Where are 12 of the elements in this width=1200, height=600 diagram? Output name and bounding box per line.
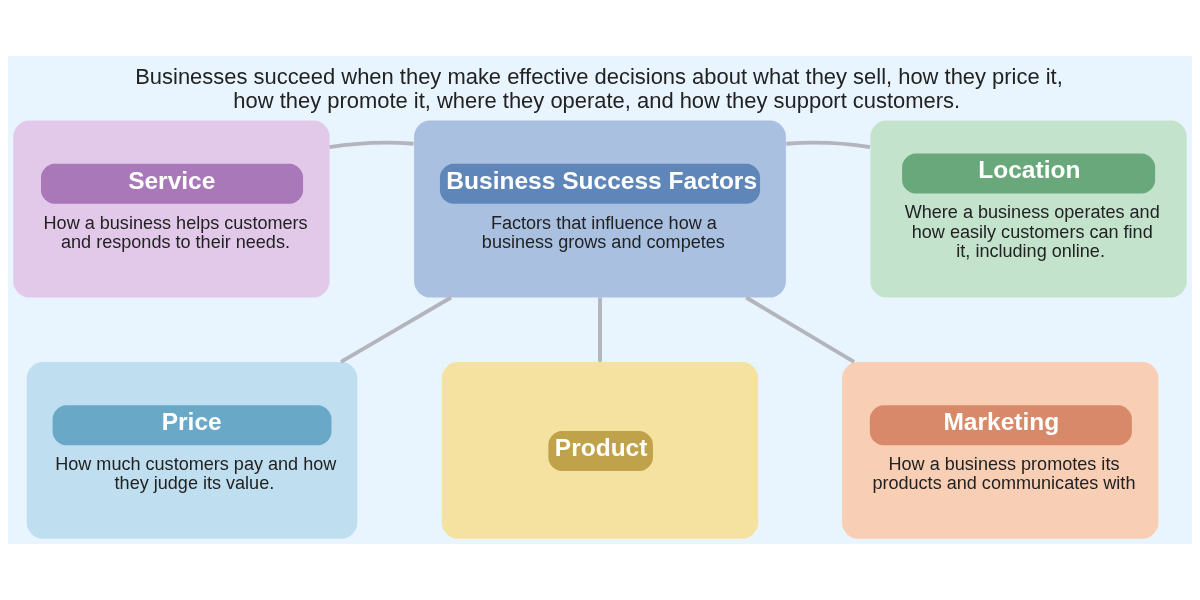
connector [786,140,871,150]
node-box: Marketing How a business promotes its products and communicates with [842,361,1159,539]
node-box: Price How much customers pay and how they judge its value. [26,361,358,539]
connector [329,140,414,150]
node-box: Business Success Factors Factors that influence how a business grows and competes [414,120,786,298]
node-box: Service How a business helps customers and responds to their needs. [13,120,330,298]
connector [598,297,602,362]
connector [745,295,856,364]
diagram-title: Businesses succeed when they make effective decisions about what they sell, how they price it, how they promote it, where they operate, and how they support customers. [135,63,1063,114]
node-box: Location Where a business operates and how easily customers can find it, including online. [870,120,1187,298]
node-box: Product [441,361,759,539]
connector [340,295,452,364]
